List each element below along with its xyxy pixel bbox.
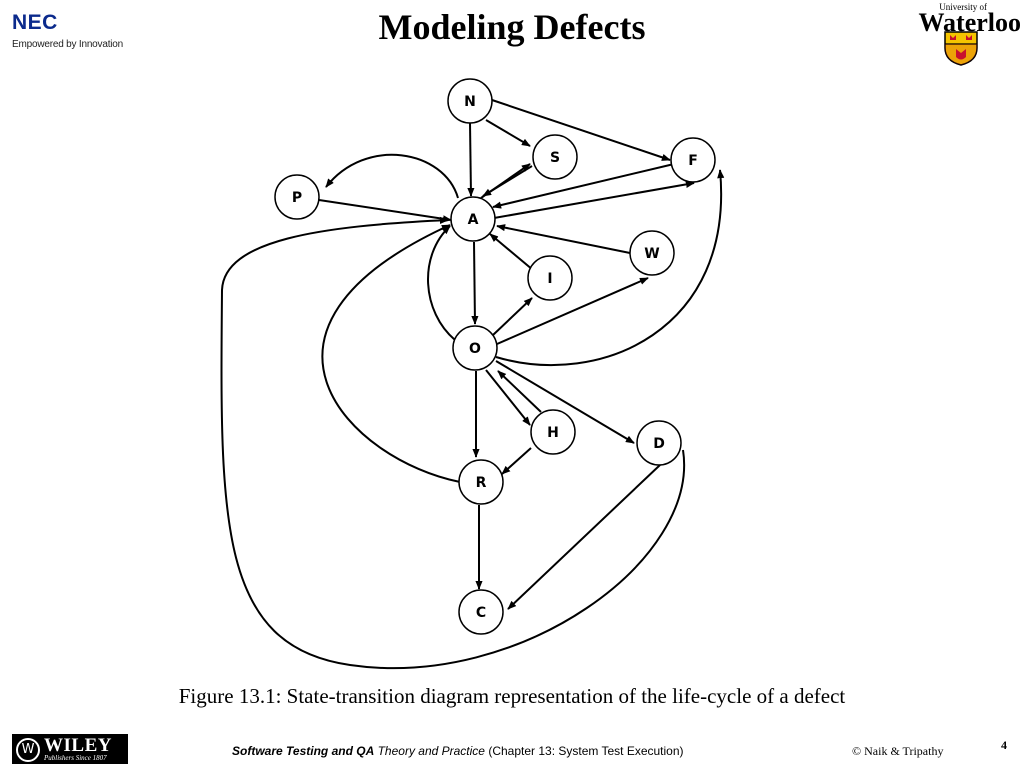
edge-O-H [485, 369, 531, 426]
state-label-F: F [688, 153, 698, 169]
edge-P-A [318, 199, 452, 223]
footer-course-subtitle: Theory and Practice [377, 744, 485, 758]
waterloo-logo: University of Waterloo [903, 2, 1021, 66]
edge-N-A [467, 122, 475, 197]
state-label-I: I [547, 271, 552, 287]
edge-A-S [480, 163, 531, 199]
edge-O-F [495, 169, 725, 366]
state-label-P: P [292, 190, 302, 206]
edge-R-A [321, 224, 461, 483]
nec-logo-mark: NEC [12, 11, 58, 34]
edge-A-F [493, 180, 695, 219]
waterloo-shield-icon [944, 31, 978, 66]
nec-logo-tagline: Empowered by Innovation [12, 39, 124, 50]
state-label-D: D [653, 436, 665, 452]
page-number: 4 [1001, 738, 1007, 752]
edge-O-A [427, 225, 456, 341]
state-node-I [527, 255, 573, 301]
footer-course-title: Software Testing and QA [232, 744, 375, 758]
state-label-N: N [464, 94, 476, 110]
footer-course: Software Testing and QA Theory and Pract… [232, 744, 684, 758]
edge-D-C [507, 464, 661, 610]
state-node-P [274, 174, 320, 220]
state-node-O [452, 325, 498, 371]
edge-N-S [485, 119, 531, 147]
edge-W-A [496, 224, 631, 254]
state-label-A: A [468, 212, 479, 228]
waterloo-logo-top: University of [939, 2, 987, 12]
edge-O-I [492, 297, 533, 336]
wiley-logo: W WILEY Publishers Since 1807 [12, 734, 128, 764]
edge-D-A [220, 216, 686, 670]
wiley-emblem-icon: W [16, 738, 40, 762]
state-label-R: R [476, 475, 487, 491]
footer-credit: © Naik & Tripathy [852, 744, 944, 758]
state-label-W: W [644, 246, 659, 262]
edge-F-A [492, 163, 675, 209]
footer-chapter: (Chapter 13: System Test Execution) [488, 744, 684, 758]
figure-caption: Figure 13.1: State-transition diagram re… [178, 684, 846, 708]
state-label-O: O [469, 341, 481, 357]
edge-A-O [471, 241, 479, 325]
state-node-F [670, 137, 716, 183]
wiley-logo-sub: Publishers Since 1807 [44, 754, 107, 762]
edge-N-F [491, 99, 671, 161]
waterloo-logo-name: Waterloo [918, 8, 1021, 37]
state-node-A [450, 196, 496, 242]
edge-H-R [501, 447, 532, 475]
wiley-logo-name: WILEY [44, 735, 112, 756]
edge-H-O [497, 370, 542, 413]
state-node-C [458, 589, 504, 635]
nec-logo: NEC Empowered by Innovation [12, 11, 142, 51]
state-label-S: S [550, 150, 560, 166]
state-label-C: C [476, 605, 486, 621]
edge-I-A [489, 233, 534, 271]
state-node-R [458, 459, 504, 505]
state-node-S [532, 134, 578, 180]
state-node-W [629, 230, 675, 276]
state-label-H: H [547, 425, 559, 441]
edge-O-D [495, 360, 635, 444]
slide-title: Modeling Defects [378, 7, 646, 47]
state-node-N [447, 78, 493, 124]
state-node-D [636, 420, 682, 466]
edge-A-P [325, 153, 459, 199]
state-node-H [530, 409, 576, 455]
edge-O-W [496, 277, 649, 345]
